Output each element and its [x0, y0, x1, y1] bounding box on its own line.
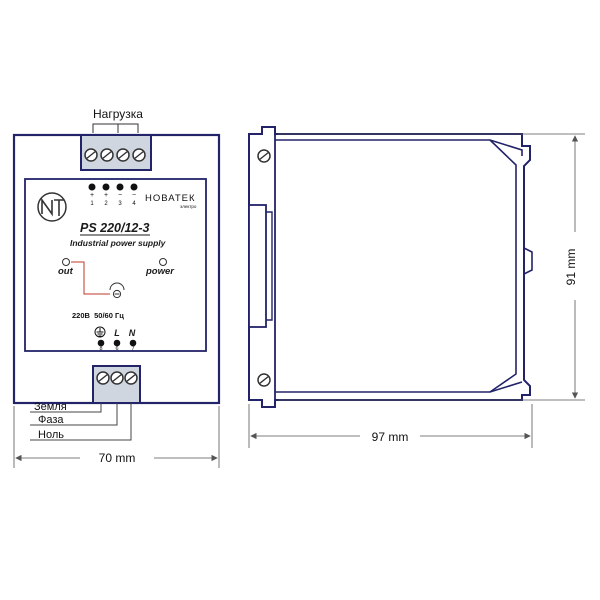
width-dimension: 70 mm — [13, 406, 220, 468]
voltage-rating: 220В 50/60 Гц — [72, 311, 124, 320]
side-screws — [257, 149, 271, 387]
depth-dim-label: 97 mm — [372, 430, 409, 444]
din-clip — [523, 247, 533, 275]
depth-dimension: 97 mm — [248, 404, 533, 448]
out-indicator: out — [58, 258, 74, 277]
led-icon — [159, 258, 167, 266]
power-label: power — [145, 266, 175, 277]
terminal-dot — [88, 183, 96, 191]
novatek-logo-icon — [37, 192, 67, 222]
terminal-number: 7 — [131, 346, 134, 352]
top-terminal-markers: + + − − 1 2 3 4 — [88, 183, 138, 207]
terminal-dot — [129, 339, 137, 347]
side-view: 97 mm 91 mm — [248, 126, 585, 448]
terminal-dot — [116, 183, 124, 191]
trimmer-lead — [71, 261, 110, 295]
bottom-terminal-block — [92, 365, 141, 404]
terminal-mark: L — [114, 328, 120, 338]
width-dim-label: 70 mm — [99, 451, 136, 465]
terminal-number: 8 — [99, 346, 102, 352]
top-terminal-screws — [84, 148, 146, 162]
terminal-number: 3 — [118, 201, 122, 207]
wire-label-neutral: Ноль — [38, 429, 64, 441]
bottom-terminal-markers: L N 8 6 7 — [94, 326, 137, 352]
power-indicator: power — [145, 258, 175, 277]
terminal-sign: + — [104, 192, 108, 199]
height-dimension: 91 mm — [278, 133, 585, 401]
terminal-dot — [113, 339, 121, 347]
terminal-sign: − — [118, 192, 122, 199]
terminal-dot — [97, 339, 105, 347]
terminal-sign: + — [90, 192, 94, 199]
terminal-number: 1 — [90, 201, 94, 207]
ground-icon — [94, 326, 106, 338]
terminal-dot — [102, 183, 110, 191]
rear-profile — [489, 139, 517, 393]
out-label: out — [58, 266, 74, 277]
load-label: Нагрузка — [93, 107, 143, 121]
terminal-number: 2 — [104, 201, 108, 207]
front-view: Нагрузка — [12, 107, 221, 468]
height-dim-label: 91 mm — [564, 249, 578, 286]
brand-subtitle: электро — [180, 204, 197, 209]
led-icon — [62, 258, 70, 266]
device-subtitle: Industrial power supply — [70, 238, 167, 248]
wire-label-ground: Земля — [34, 401, 67, 413]
load-bracket — [92, 123, 139, 133]
terminal-mark: N — [129, 328, 136, 338]
top-terminal-block — [80, 134, 152, 171]
wire-label-phase: Фаза — [38, 414, 64, 426]
faceplate — [24, 178, 207, 352]
terminal-sign: − — [132, 192, 136, 199]
brand-name: НОВАТЕК — [145, 193, 196, 204]
terminal-dot — [130, 183, 138, 191]
top-cover-edge — [275, 139, 523, 156]
side-housing — [248, 126, 531, 408]
terminal-number: 6 — [115, 346, 118, 352]
model-name: PS 220/12-3 — [80, 221, 150, 235]
terminal-recess — [248, 204, 267, 328]
trimmer-potentiometer-icon — [109, 282, 125, 299]
terminal-number: 4 — [132, 201, 136, 207]
input-wires: Земля Фаза Ноль — [30, 401, 132, 441]
